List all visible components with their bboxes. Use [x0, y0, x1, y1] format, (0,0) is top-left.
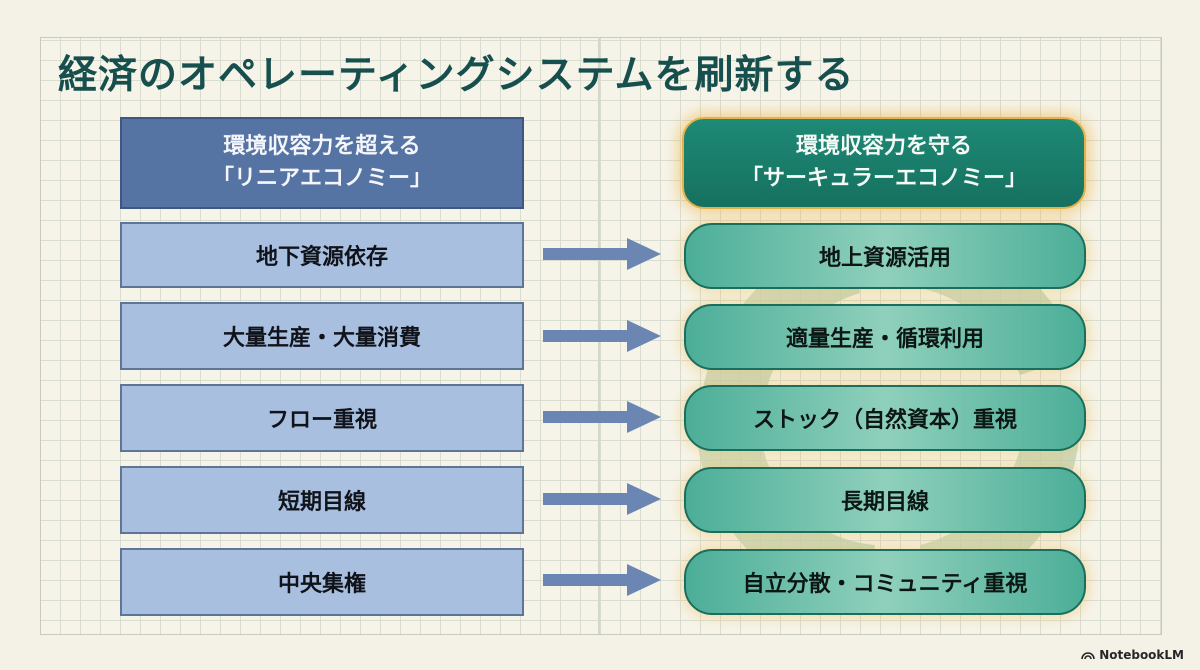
linear-item: フロー重視 — [120, 384, 524, 452]
arrow-right-icon — [543, 238, 661, 270]
arrow-right-icon — [543, 401, 661, 433]
page-title: 経済のオペレーティングシステムを刷新する — [58, 53, 855, 98]
circular-header-line1: 環境収容力を守る — [795, 134, 972, 159]
linear-item: 短期目線 — [120, 466, 524, 534]
linear-header-line1: 環境収容力を超える — [223, 134, 421, 159]
arrow-right-icon — [543, 564, 661, 596]
circular-item: 長期目線 — [684, 467, 1086, 533]
circular-item: 適量生産・循環利用 — [684, 304, 1086, 370]
linear-economy-header: 環境収容力を超える 「リニアエコノミー」 — [120, 117, 524, 209]
linear-item: 大量生産・大量消費 — [120, 302, 524, 370]
arrow-right-icon — [543, 483, 661, 515]
linear-item: 地下資源依存 — [120, 222, 524, 288]
circular-header-line2: 「サーキュラーエコノミー」 — [740, 166, 1027, 191]
linear-item: 中央集権 — [120, 548, 524, 616]
circular-item: ストック（自然資本）重視 — [684, 385, 1086, 451]
circular-item: 地上資源活用 — [684, 223, 1086, 289]
circular-economy-header: 環境収容力を守る 「サーキュラーエコノミー」 — [682, 117, 1086, 209]
arrow-right-icon — [543, 320, 661, 352]
linear-header-line2: 「リニアエコノミー」 — [211, 166, 432, 191]
brand-logo: NotebookLM — [1081, 648, 1184, 662]
notebooklm-logo-icon — [1081, 652, 1095, 660]
brand-text: NotebookLM — [1099, 648, 1184, 662]
circular-item: 自立分散・コミュニティ重視 — [684, 549, 1086, 615]
